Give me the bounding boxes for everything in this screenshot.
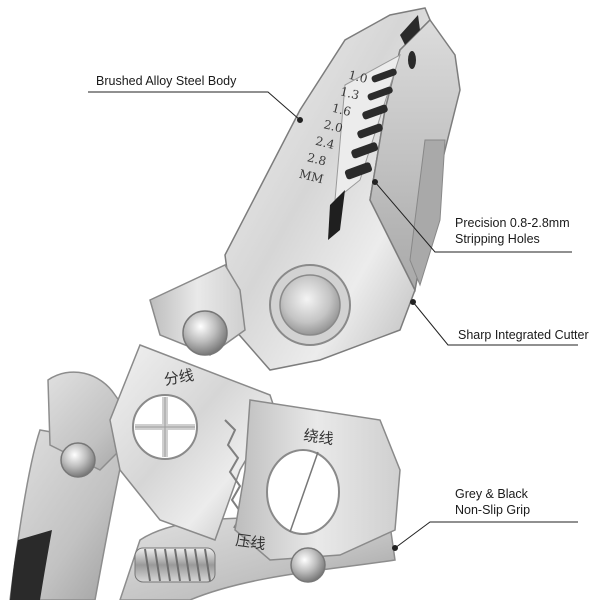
- scale-2-4: 2.4: [314, 134, 336, 152]
- pivot-link: [149, 264, 246, 356]
- label-fen-xian: 分线: [163, 366, 196, 389]
- leader-grip: [394, 521, 578, 549]
- central-pivot: [269, 264, 351, 346]
- callout-grip: Grey & Black Non-Slip Grip: [455, 486, 530, 518]
- label-rao-xian: 绕线: [302, 426, 334, 448]
- lower-right-plate: [234, 399, 401, 561]
- callout-holes-line2: Stripping Holes: [455, 232, 540, 246]
- scale-1-0: 1.0: [347, 68, 369, 86]
- stripping-holes: [344, 68, 397, 180]
- scale-unit: MM: [298, 167, 325, 187]
- callout-grip-line1: Grey & Black: [455, 487, 528, 501]
- scale-1-3: 1.3: [339, 84, 361, 102]
- callout-grip-line2: Non-Slip Grip: [455, 503, 531, 517]
- leader-lines: [88, 91, 578, 551]
- cutter-edge: [409, 139, 446, 287]
- handle-rivet-right: [290, 547, 326, 583]
- scale-2-0: 2.0: [322, 117, 344, 135]
- scale-1-6: 1.6: [331, 101, 353, 119]
- grip-black-insert: [10, 530, 52, 600]
- callout-cutter-line1: Sharp Integrated Cutter: [458, 328, 589, 342]
- leader-body: [88, 91, 301, 121]
- callout-holes-line1: Precision 0.8-2.8mm: [455, 216, 570, 230]
- leader-holes: [374, 181, 572, 253]
- label-ya-xian: 压线: [234, 531, 266, 553]
- callout-stripping-holes: Precision 0.8-2.8mm Stripping Holes: [455, 215, 570, 247]
- pivot-bolt: [279, 274, 341, 336]
- callout-cutter: Sharp Integrated Cutter: [458, 327, 589, 343]
- upper-jaw-body: [224, 7, 461, 371]
- wire-wrap-hole: [266, 449, 340, 535]
- callout-body-material: Brushed Alloy Steel Body: [96, 73, 236, 89]
- scale-2-8: 2.8: [306, 150, 328, 168]
- handle-rivet-left: [60, 442, 96, 478]
- link-rivet: [182, 310, 228, 356]
- return-spring: [134, 547, 216, 583]
- leader-cutter: [412, 301, 578, 346]
- size-scale: 1.0 1.3 1.6 2.0 2.4 2.8 MM: [298, 68, 369, 187]
- callout-body-line1: Brushed Alloy Steel Body: [96, 74, 237, 88]
